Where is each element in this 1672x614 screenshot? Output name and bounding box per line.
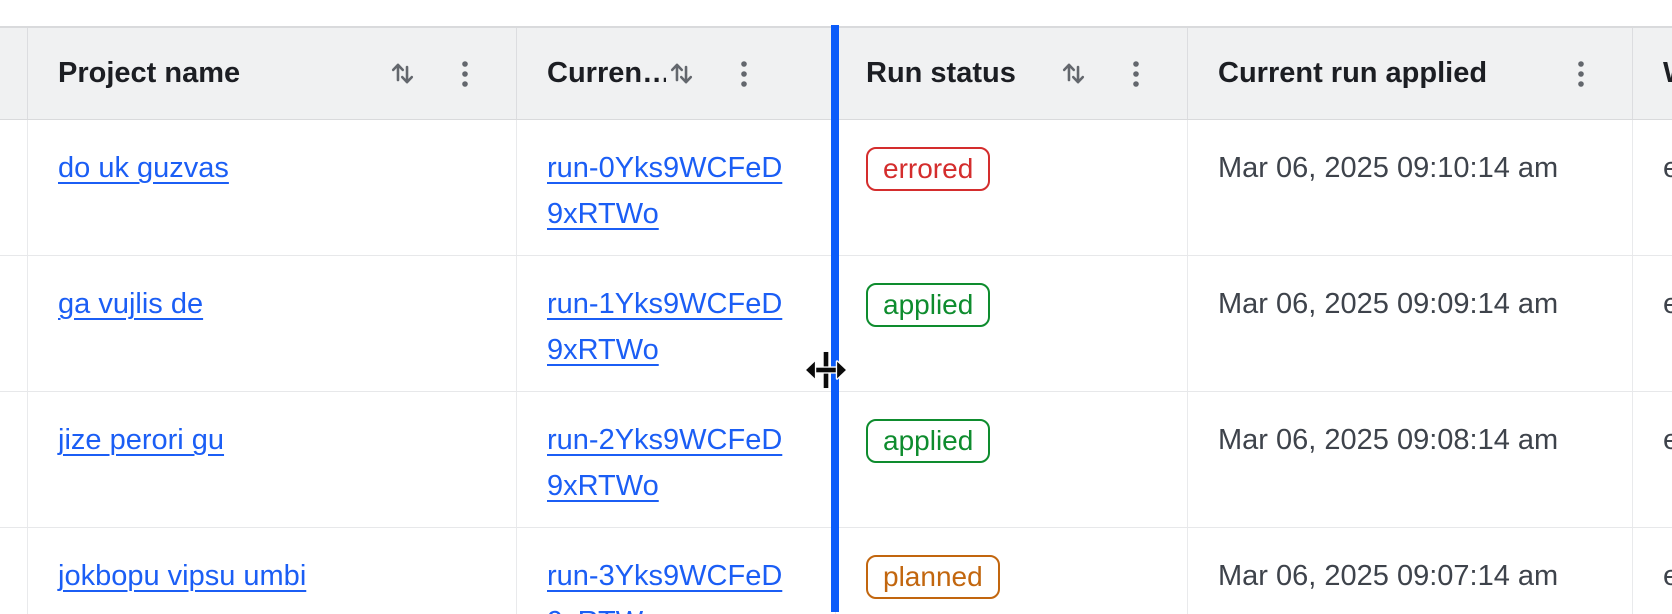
sort-arrows-icon[interactable]	[387, 57, 418, 90]
status-badge: applied	[866, 419, 991, 463]
header-cell-run-status[interactable]: Run status	[836, 28, 1188, 119]
run-id-link[interactable]: run-2Yks9WCFeD9xRTWo	[547, 424, 783, 502]
run-status-cell: applied	[836, 392, 1188, 527]
column-label-run-status: Run status	[866, 57, 1016, 89]
column-label-current-run-applied: Current run applied	[1218, 57, 1488, 89]
current-run-cell: run-2Yks9WCFeD9xRTWo	[517, 392, 836, 527]
kebab-menu-icon[interactable]	[1576, 58, 1586, 90]
next-column-cell: e	[1663, 152, 1672, 184]
project-name-cell: ga vujlis de	[28, 256, 517, 391]
column-resize-drag-line[interactable]	[831, 25, 839, 612]
column-label-project-name: Project name	[58, 57, 241, 89]
project-link[interactable]: ga vujlis de	[58, 288, 204, 320]
header-cell-current-run[interactable]: Curren…	[517, 28, 836, 119]
current-run-cell: run-1Yks9WCFeD9xRTWo	[517, 256, 836, 391]
row-spacer-cell	[0, 392, 28, 527]
column-label-next-truncated: W	[1663, 57, 1672, 90]
status-badge: errored	[866, 147, 991, 191]
header-cell-project-name[interactable]: Project name	[28, 28, 517, 119]
run-applied-cell: Mar 06, 2025 09:08:14 am	[1188, 392, 1633, 527]
current-run-cell: run-3Yks9WCFeD9xRTWo	[517, 528, 836, 614]
status-badge: applied	[866, 283, 991, 327]
row-spacer-cell	[0, 120, 28, 255]
kebab-menu-icon[interactable]	[1131, 58, 1141, 90]
column-label-current-run: Curren…	[547, 57, 666, 89]
project-name-cell: jokbopu vipsu umbi	[28, 528, 517, 614]
sort-arrows-icon[interactable]	[666, 57, 697, 90]
run-applied-cell: Mar 06, 2025 09:07:14 am	[1188, 528, 1633, 614]
header-cell-current-run-applied[interactable]: Current run applied	[1188, 28, 1633, 119]
sort-arrows-icon[interactable]	[1058, 57, 1089, 90]
row-spacer-cell	[0, 528, 28, 614]
run-id-link[interactable]: run-1Yks9WCFeD9xRTWo	[547, 288, 783, 366]
header-cell-next-truncated[interactable]: W	[1633, 28, 1672, 119]
project-name-cell: jize perori gu	[28, 392, 517, 527]
status-badge: planned	[866, 555, 1000, 599]
run-status-cell: applied	[836, 256, 1188, 391]
project-link[interactable]: jokbopu vipsu umbi	[58, 560, 307, 592]
next-column-cell: e	[1663, 288, 1672, 320]
run-id-link[interactable]: run-3Yks9WCFeD9xRTWo	[547, 560, 783, 614]
current-run-cell: run-0Yks9WCFeD9xRTWo	[517, 120, 836, 255]
header-cell-spacer	[0, 28, 28, 119]
next-column-cell: e	[1663, 560, 1672, 592]
kebab-menu-icon[interactable]	[460, 58, 470, 90]
run-applied-cell: Mar 06, 2025 09:09:14 am	[1188, 256, 1633, 391]
project-link[interactable]: jize perori gu	[58, 424, 225, 456]
run-status-cell: errored	[836, 120, 1188, 255]
project-link[interactable]: do uk guzvas	[58, 152, 229, 184]
row-spacer-cell	[0, 256, 28, 391]
project-name-cell: do uk guzvas	[28, 120, 517, 255]
run-applied-cell: Mar 06, 2025 09:10:14 am	[1188, 120, 1633, 255]
kebab-menu-icon[interactable]	[739, 58, 749, 90]
run-status-cell: planned	[836, 528, 1188, 614]
next-column-cell: e	[1663, 424, 1672, 456]
top-whitespace	[0, 0, 1672, 26]
run-id-link[interactable]: run-0Yks9WCFeD9xRTWo	[547, 152, 783, 230]
